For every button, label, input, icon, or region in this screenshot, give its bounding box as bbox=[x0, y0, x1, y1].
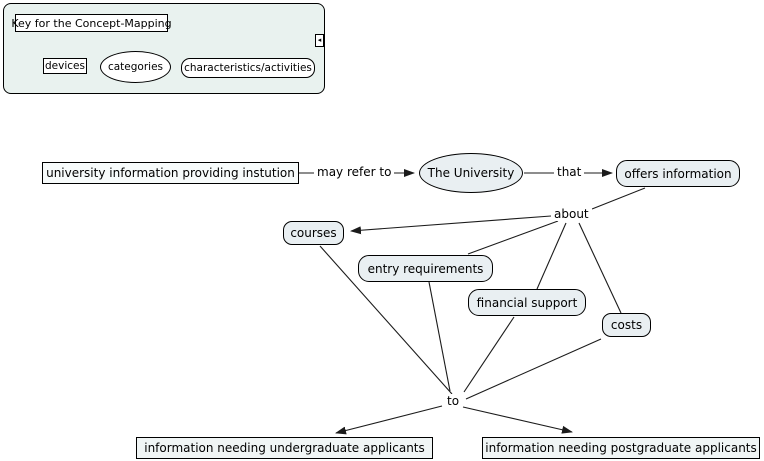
legend-collapse-handle[interactable]: ◂ bbox=[315, 34, 324, 47]
legend-categories-sample: categories bbox=[100, 51, 171, 83]
node-courses[interactable]: courses bbox=[283, 221, 344, 245]
node-entry-requirements[interactable]: entry requirements bbox=[358, 255, 493, 282]
node-the-university[interactable]: The University bbox=[419, 153, 523, 193]
node-undergraduate-applicants[interactable]: information needing undergraduate applic… bbox=[136, 437, 433, 459]
node-university-institution[interactable]: university information providing instuti… bbox=[42, 162, 299, 184]
node-postgraduate-applicants[interactable]: information needing postgraduate applica… bbox=[482, 437, 760, 459]
node-financial-support[interactable]: financial support bbox=[468, 289, 586, 316]
collapse-left-arrow-icon: ◂ bbox=[317, 36, 322, 44]
legend-box: Key for the Concept-Mapping devices cate… bbox=[3, 3, 325, 94]
link-label-about[interactable]: about bbox=[551, 207, 592, 221]
link-label-that[interactable]: that bbox=[554, 165, 585, 179]
legend-title: Key for the Concept-Mapping bbox=[11, 14, 172, 32]
legend-devices-sample: devices bbox=[43, 58, 87, 74]
legend-characteristics-sample: characteristics/activities bbox=[181, 58, 315, 78]
link-label-to[interactable]: to bbox=[444, 394, 463, 408]
link-label-may-refer-to[interactable]: may refer to bbox=[314, 165, 395, 179]
node-offers-information[interactable]: offers information bbox=[616, 160, 740, 187]
node-costs[interactable]: costs bbox=[602, 313, 651, 337]
